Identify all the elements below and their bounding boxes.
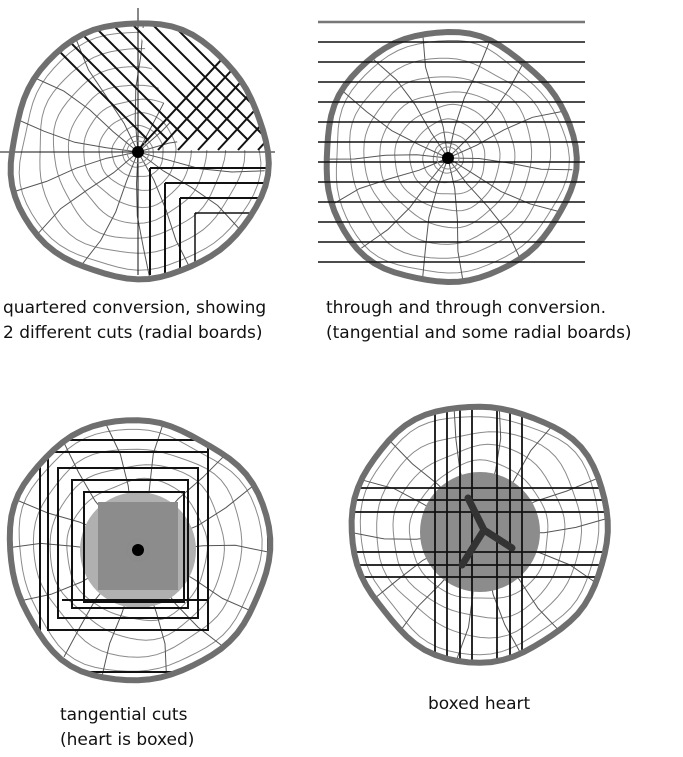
diagonal-saw-cut xyxy=(27,23,149,141)
medullary-ray xyxy=(447,157,464,282)
diagonal-saw-cut xyxy=(257,23,269,151)
medullary-rays xyxy=(326,35,573,282)
pith-ring xyxy=(436,146,460,170)
caption-line: (heart is boxed) xyxy=(60,730,195,750)
caption-through-and-through: through and through conversion. (tangent… xyxy=(326,296,632,346)
pith-ring xyxy=(126,140,150,164)
square-saw-cut xyxy=(71,479,189,609)
through-and-through-log xyxy=(318,20,585,286)
pith-ring xyxy=(126,538,150,562)
diagonal-saw-cut xyxy=(127,23,249,141)
pith xyxy=(436,146,460,170)
growth-ring xyxy=(66,477,209,622)
pith-dot xyxy=(132,544,144,556)
bark xyxy=(7,20,272,283)
square-saw-cut xyxy=(83,491,185,603)
growth-ring xyxy=(359,416,600,656)
growth-ring xyxy=(18,428,263,672)
caption-line: boxed heart xyxy=(428,694,531,714)
caption-line: (tangential and some radial boards) xyxy=(326,323,632,343)
medullary-ray xyxy=(447,110,564,159)
caption-quartered-conversion: quartered conversion, showing 2 differen… xyxy=(3,296,266,346)
medullary-ray xyxy=(14,117,139,153)
tangential-log xyxy=(6,417,274,684)
caption-line: tangential cuts xyxy=(60,705,188,725)
medullary-ray xyxy=(422,35,449,159)
square-saw-cut xyxy=(57,467,199,619)
bark xyxy=(6,417,274,684)
diagonal-saw-cut xyxy=(177,23,269,151)
grid-saw-cuts xyxy=(351,406,608,663)
medullary-ray xyxy=(361,157,449,249)
medullary-ray xyxy=(80,151,139,267)
diagonal-saw-cut xyxy=(237,23,269,151)
diagonal-saw-cut xyxy=(217,23,269,151)
pith-dot xyxy=(132,146,144,158)
growth-ring xyxy=(379,91,516,229)
medullary-ray xyxy=(33,77,139,153)
medullary-ray xyxy=(75,39,139,153)
caption-line: through and through conversion. xyxy=(326,298,606,318)
bark xyxy=(348,403,611,666)
growth-ring xyxy=(394,103,501,212)
caption-tangential-cuts: tangential cuts (heart is boxed) xyxy=(60,703,194,753)
grid-board-set xyxy=(351,406,608,663)
medullary-ray xyxy=(421,157,449,281)
growth-ring xyxy=(408,459,549,599)
pith xyxy=(126,140,150,164)
medullary-ray xyxy=(372,58,449,159)
medullary-ray xyxy=(447,59,526,159)
medullary-ray xyxy=(331,157,449,206)
heart-shake-crack xyxy=(458,494,516,569)
heart-shake xyxy=(458,494,516,569)
medullary-ray xyxy=(342,90,449,159)
growth-ring xyxy=(335,40,570,274)
boxed-heart-log xyxy=(348,403,611,666)
pith-dot xyxy=(442,152,454,164)
growth-ring xyxy=(32,448,243,658)
diagonal-saw-cut xyxy=(147,23,269,141)
caption-line: quartered conversion, showing xyxy=(3,298,267,318)
medullary-ray xyxy=(447,157,522,260)
board-area xyxy=(138,28,262,150)
growth-ring xyxy=(422,131,474,184)
diagonal-board-set xyxy=(27,23,269,151)
growth-ring xyxy=(409,118,486,195)
diagonal-saw-cut xyxy=(107,23,229,141)
growth-ring xyxy=(49,464,225,641)
diagonal-saw-cut xyxy=(87,23,209,141)
bark xyxy=(323,28,580,286)
medullary-ray xyxy=(447,40,491,159)
medullary-ray xyxy=(326,154,449,160)
caption-line: 2 different cuts (radial boards) xyxy=(3,323,263,343)
growth-ring xyxy=(392,443,566,619)
medullary-ray xyxy=(15,151,139,192)
medullary-ray xyxy=(38,151,139,234)
parallel-saw-cuts xyxy=(318,20,585,263)
medullary-ray xyxy=(135,151,151,280)
growth-ring xyxy=(432,142,464,174)
radial-board-cuts xyxy=(0,8,275,275)
caption-boxed-heart: boxed heart xyxy=(428,692,530,717)
diagonal-saw-cut xyxy=(67,23,189,141)
quartered-log xyxy=(0,8,275,283)
pith xyxy=(126,538,150,562)
medullary-ray xyxy=(447,157,561,213)
medullary-ray xyxy=(447,157,573,171)
growth-ring xyxy=(376,431,583,639)
